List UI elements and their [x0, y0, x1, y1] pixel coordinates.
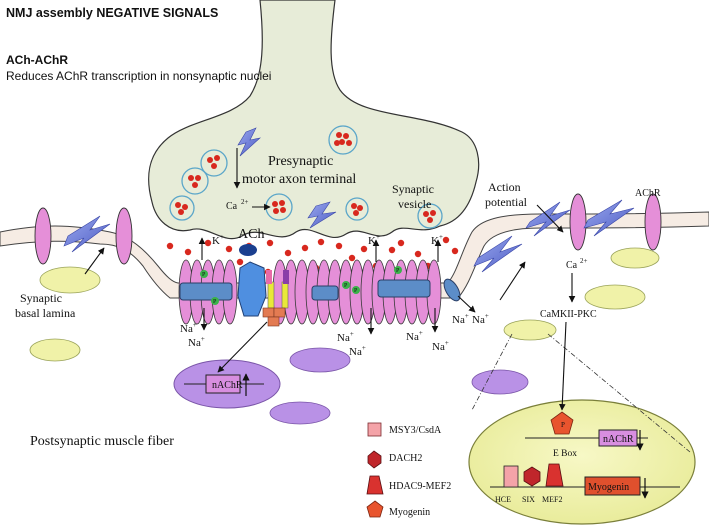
nachr-label-left: nAChR — [212, 380, 243, 391]
myogenin-gene-label: Myogenin — [588, 482, 629, 493]
zoom-nucleus — [468, 399, 696, 525]
ca-sup-pre: 2+ — [241, 198, 249, 206]
diagram-title: NMJ assembly NEGATIVE SIGNALS — [6, 6, 219, 20]
na-ion-label: Na+ — [188, 335, 205, 349]
p-label: P — [396, 268, 400, 274]
basal-lamina-label-1: Synaptic — [20, 291, 62, 305]
ca-label-post: Ca — [566, 260, 578, 271]
arrows — [84, 148, 576, 411]
p-label: P — [202, 272, 206, 278]
synaptic-vesicle-label-1: Synaptic — [392, 182, 434, 196]
legend-msy3-swatch — [367, 422, 382, 437]
p-label-pentagon: P — [561, 421, 565, 429]
legend-label: MSY3/CsdA — [389, 425, 442, 436]
legend-dach2-swatch — [367, 450, 382, 469]
k-ion-label: K+ — [431, 233, 443, 247]
na-ion-label: Na+ — [180, 321, 197, 335]
ebox-label: E Box — [553, 449, 577, 459]
action-label-2: potential — [485, 195, 528, 209]
p-label: P — [344, 283, 348, 289]
p-label: P — [213, 299, 217, 305]
legend-label: HDAC9-MEF2 — [389, 481, 451, 492]
basal-lamina-label-2: basal lamina — [15, 306, 76, 320]
na-ion-label: Na+ — [452, 312, 469, 326]
k-ion-label: K+ — [212, 233, 224, 247]
nucleus-nachr-downreg — [173, 359, 281, 409]
six-label: SIX — [522, 495, 535, 504]
achr-label: AChR — [635, 188, 661, 199]
neurotransmitter-dots — [175, 132, 436, 223]
legend-hdac9-swatch — [366, 475, 384, 495]
postsynaptic-label: Postsynaptic muscle fiber — [30, 434, 174, 449]
na-ion-label: Na+ — [472, 312, 489, 326]
na-ion-label: Na+ — [406, 329, 423, 343]
ach-label: ACh — [238, 227, 264, 242]
nachr-label-zoom: nAChR — [603, 434, 634, 445]
action-label-1: Action — [488, 180, 521, 194]
p-labels: P P P P P — [202, 268, 400, 305]
legend-label: DACH2 — [389, 453, 422, 464]
muscle-membrane — [0, 211, 709, 299]
camkii-label: CaMKII-PKC — [540, 309, 597, 320]
extrasynaptic-achr — [34, 193, 662, 265]
synaptic-vesicle-label-2: vesicle — [398, 197, 431, 211]
na-ion-label: Na+ — [349, 344, 366, 358]
na-ion-label: Na+ — [432, 339, 449, 353]
ca-label-pre: Ca — [226, 201, 238, 212]
hce-label: HCE — [495, 495, 511, 504]
legend-label: Myogenin — [389, 507, 430, 518]
sodium-channels — [179, 278, 461, 302]
na-ion-label: Na+ — [337, 330, 354, 344]
presynaptic-terminal — [147, 0, 480, 240]
diagram-subtitle: ACh-AChR — [6, 53, 68, 67]
zoom-guide-lines — [471, 333, 691, 453]
k-ion-labels: K+ K+ K+ — [212, 233, 443, 247]
legend — [366, 422, 384, 518]
phosphorylation-sites — [200, 266, 402, 305]
purple-nuclei — [269, 347, 529, 425]
ach-receptor-complex — [237, 244, 289, 327]
lightning-bolts — [63, 127, 635, 273]
na-ion-labels: Na+ Na+ Na+ Na+ Na+ Na+ Na+ Na+ — [180, 312, 489, 358]
presynaptic-label-1: Presynaptic — [268, 154, 333, 169]
p-label: P — [354, 288, 358, 294]
ca-sup-post: 2+ — [580, 257, 588, 265]
presynaptic-label-2: motor axon terminal — [242, 172, 356, 187]
mef2-label: MEF2 — [542, 495, 562, 504]
legend-labels: MSY3/CsdA DACH2 HDAC9-MEF2 Myogenin — [389, 425, 451, 518]
k-ion-label: K+ — [368, 233, 380, 247]
legend-myogenin-swatch — [366, 500, 384, 518]
synaptic-vesicles — [169, 125, 443, 229]
diagram-description: Reduces AChR transcription in nonsynapti… — [6, 69, 272, 83]
